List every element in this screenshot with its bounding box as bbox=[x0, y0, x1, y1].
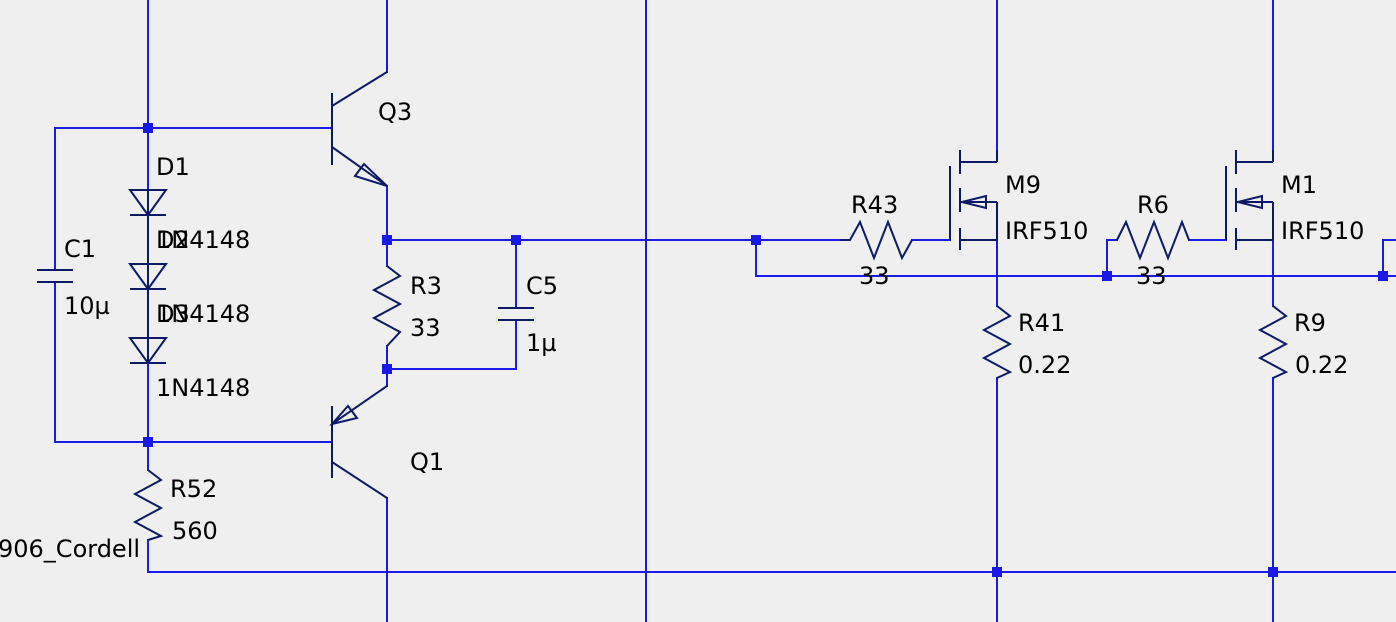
wire bbox=[1382, 239, 1396, 277]
r3-value-label: 33 bbox=[410, 314, 441, 342]
c5-value-label: 1µ bbox=[526, 329, 557, 357]
q1-ref-label: Q1 bbox=[410, 448, 444, 476]
diode-d2-symbol[interactable] bbox=[128, 263, 168, 338]
mosfet-m1-symbol[interactable] bbox=[1225, 150, 1274, 250]
junctions bbox=[143, 123, 1388, 577]
resistor-r9-symbol[interactable] bbox=[1257, 305, 1289, 379]
junction-dot bbox=[382, 364, 392, 374]
junction-dot bbox=[143, 123, 153, 133]
resistor-r3-symbol[interactable] bbox=[371, 265, 403, 347]
r9-ref-label: R9 bbox=[1294, 309, 1326, 337]
resistor-r6-symbol[interactable] bbox=[1116, 219, 1190, 261]
d2-ref-label: D2 bbox=[156, 226, 190, 254]
diode-d1-symbol[interactable] bbox=[128, 189, 168, 264]
r3-ref-label: R3 bbox=[410, 272, 442, 300]
junction-dot bbox=[1102, 271, 1112, 281]
capacitor-c5-symbol[interactable] bbox=[498, 307, 534, 321]
mosfet-m9-symbol[interactable] bbox=[949, 150, 998, 250]
r52-value-label: 560 bbox=[172, 517, 218, 545]
m9-ref-label: M9 bbox=[1005, 171, 1041, 199]
r6-value-label: 33 bbox=[1136, 262, 1167, 290]
capacitor-c1-symbol[interactable] bbox=[37, 269, 73, 283]
m1-value-label: IRF510 bbox=[1281, 217, 1364, 245]
diode-d3-symbol[interactable] bbox=[128, 337, 168, 365]
d1-value-label: 1N4148 bbox=[156, 226, 250, 254]
r52-ref-label: R52 bbox=[170, 475, 217, 503]
r41-ref-label: R41 bbox=[1018, 309, 1065, 337]
r9-value-label: 0.22 bbox=[1295, 351, 1348, 379]
m1-ref-label: M1 bbox=[1281, 171, 1317, 199]
wires bbox=[54, 0, 1396, 622]
q3-ref-label: Q3 bbox=[378, 98, 412, 126]
d3-ref-label: D3 bbox=[156, 300, 190, 328]
resistor-r52-symbol[interactable] bbox=[132, 469, 164, 541]
d2-value-label: 1N4148 bbox=[156, 300, 250, 328]
d1-ref-label: D1 bbox=[156, 153, 190, 181]
c5-ref-label: C5 bbox=[526, 272, 558, 300]
c1-value-label: 10µ bbox=[64, 292, 110, 320]
r6-ref-label: R6 bbox=[1137, 191, 1169, 219]
junction-dot bbox=[751, 235, 761, 245]
transistor-q3-symbol[interactable] bbox=[331, 71, 388, 187]
junction-dot bbox=[992, 567, 1002, 577]
c1-ref-label: C1 bbox=[64, 235, 96, 263]
junction-dot bbox=[143, 437, 153, 447]
junction-dot bbox=[511, 235, 521, 245]
net-label: 906_Cordell bbox=[0, 535, 140, 563]
r43-ref-label: R43 bbox=[851, 191, 898, 219]
m9-value-label: IRF510 bbox=[1005, 217, 1088, 245]
junction-dot bbox=[382, 235, 392, 245]
resistor-r43-symbol[interactable] bbox=[840, 219, 913, 261]
resistor-r41-symbol[interactable] bbox=[981, 305, 1013, 379]
transistor-q1-symbol[interactable] bbox=[329, 385, 388, 499]
junction-dot bbox=[1268, 567, 1278, 577]
junction-dot bbox=[1378, 271, 1388, 281]
d3-value-label: 1N4148 bbox=[156, 374, 250, 402]
r41-value-label: 0.22 bbox=[1018, 351, 1071, 379]
r43-value-label: 33 bbox=[859, 262, 890, 290]
